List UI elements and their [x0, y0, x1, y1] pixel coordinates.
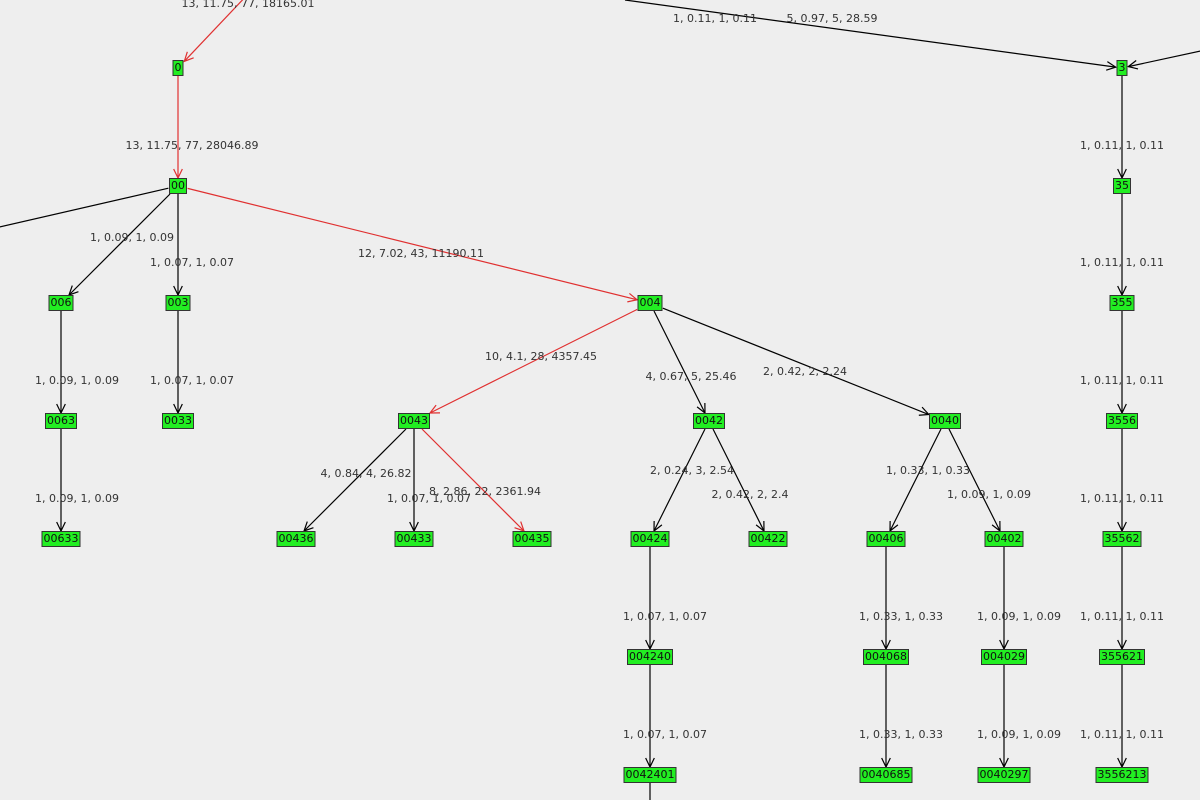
edge-0042-00424 [653, 428, 706, 532]
node-0043[interactable]: 0043 [398, 413, 430, 429]
node-0063[interactable]: 0063 [45, 413, 77, 429]
edge-offscreen-top-0 [183, 0, 244, 62]
node-0042[interactable]: 0042 [693, 413, 725, 429]
edge-004-0042 [653, 310, 706, 414]
edge-label: 4, 0.84, 4, 26.82 [321, 467, 412, 480]
edge-0040-00402 [948, 428, 1001, 532]
node-004240[interactable]: 004240 [627, 649, 673, 665]
edge-label: 1, 0.11, 1, 0.11 [1080, 492, 1164, 505]
node-00422[interactable]: 00422 [748, 531, 788, 547]
node-00436[interactable]: 00436 [276, 531, 316, 547]
node-00633[interactable]: 00633 [41, 531, 81, 547]
edge-offscreen-right-2-3 [1128, 50, 1200, 68]
edge-0043-00435 [421, 428, 525, 532]
node-3556[interactable]: 3556 [1106, 413, 1138, 429]
edge-label: 1, 0.33, 1, 0.33 [859, 728, 943, 741]
edge-004-0043 [429, 308, 638, 414]
arrowhead-icon [428, 404, 441, 414]
edge-label: 1, 0.11, 1, 0.11 [1080, 139, 1164, 152]
node-00406[interactable]: 00406 [866, 531, 906, 547]
edge-label: 10, 4.1, 28, 4357.45 [485, 350, 597, 363]
node-35562[interactable]: 35562 [1102, 531, 1142, 547]
arrowhead-icon [918, 406, 931, 416]
node-003[interactable]: 003 [165, 295, 191, 311]
node-3556213[interactable]: 3556213 [1095, 767, 1149, 783]
node-35[interactable]: 35 [1113, 178, 1131, 194]
edge-0040-00406 [889, 428, 942, 532]
edge-label: 1, 0.11, 1, 0.11 [1080, 610, 1164, 623]
arrowhead-icon [1126, 60, 1139, 70]
node-355[interactable]: 355 [1109, 295, 1135, 311]
edge-label: 12, 7.02, 43, 11190.11 [358, 247, 484, 260]
node-3[interactable]: 3 [1116, 60, 1128, 76]
edge-label: 1, 0.11, 1, 0.11 [1080, 374, 1164, 387]
edge-label: 13, 11.75, 77, 18165.01 [182, 0, 315, 10]
edge-label: 1, 0.09, 1, 0.09 [977, 610, 1061, 623]
node-0040[interactable]: 0040 [929, 413, 961, 429]
node-00433[interactable]: 00433 [394, 531, 434, 547]
edge-label: 1, 0.07, 1, 0.07 [150, 374, 234, 387]
edge-00-006 [68, 193, 171, 296]
node-004029[interactable]: 004029 [981, 649, 1027, 665]
edge-0043-00436 [303, 428, 407, 532]
edge-label: 1, 0.09, 1, 0.09 [35, 492, 119, 505]
node-00[interactable]: 00 [169, 178, 187, 194]
edge-label: 13, 11.75, 77, 28046.89 [126, 139, 259, 152]
edge-label: 1, 0.11, 1, 0.11 [1080, 728, 1164, 741]
edge-label: 1, 0.07, 1, 0.07 [150, 256, 234, 269]
node-0040685[interactable]: 0040685 [859, 767, 913, 783]
edge-00-004 [187, 187, 638, 301]
node-00435[interactable]: 00435 [512, 531, 552, 547]
edge-label: 1, 0.09, 1, 0.09 [977, 728, 1061, 741]
edge-label: 1, 0.07, 1, 0.07 [623, 728, 707, 741]
edge-label: 2, 0.42, 2, 2.24 [763, 365, 847, 378]
arrowhead-icon [627, 292, 639, 303]
edge-label: 1, 0.33, 1, 0.33 [859, 610, 943, 623]
node-0033[interactable]: 0033 [162, 413, 194, 429]
node-0042401[interactable]: 0042401 [623, 767, 677, 783]
edge-label: 1, 0.09, 1, 0.09 [35, 374, 119, 387]
arrowhead-icon [183, 51, 194, 63]
edge-004-0040 [662, 307, 930, 416]
edge-label: 1, 0.33, 1, 0.33 [886, 464, 970, 477]
node-0[interactable]: 0 [172, 60, 184, 76]
edge-label: 8, 2.86, 22, 2361.94 [429, 485, 541, 498]
edge-label: 1, 0.09, 1, 0.09 [90, 231, 174, 244]
node-00402[interactable]: 00402 [984, 531, 1024, 547]
edge-label: 4, 0.67, 5, 25.46 [646, 370, 737, 383]
node-004068[interactable]: 004068 [863, 649, 909, 665]
edge-label: 1, 0.09, 1, 0.09 [947, 488, 1031, 501]
node-0040297[interactable]: 0040297 [977, 767, 1031, 783]
node-004[interactable]: 004 [637, 295, 663, 311]
edge-label: 1, 0.11, 1, 0.11 [673, 12, 757, 25]
edge-label: 1, 0.07, 1, 0.07 [623, 610, 707, 623]
edge-label: 1, 0.11, 1, 0.11 [1080, 256, 1164, 269]
edge-0042-00422 [712, 428, 765, 532]
node-006[interactable]: 006 [48, 295, 74, 311]
edge-label: 5, 0.97, 5, 28.59 [787, 12, 878, 25]
edge-offscreen-right-1-3 [624, 0, 1116, 68]
arrowhead-icon [1106, 61, 1118, 71]
edge-label: 2, 0.24, 3, 2.54 [650, 464, 734, 477]
edge-label: 2, 0.42, 2, 2.4 [712, 488, 789, 501]
node-355621[interactable]: 355621 [1099, 649, 1145, 665]
edge-label: 1, 0.07, 1, 0.07 [387, 492, 471, 505]
node-00424[interactable]: 00424 [630, 531, 670, 547]
edge-00-offscreen-left [0, 187, 169, 228]
